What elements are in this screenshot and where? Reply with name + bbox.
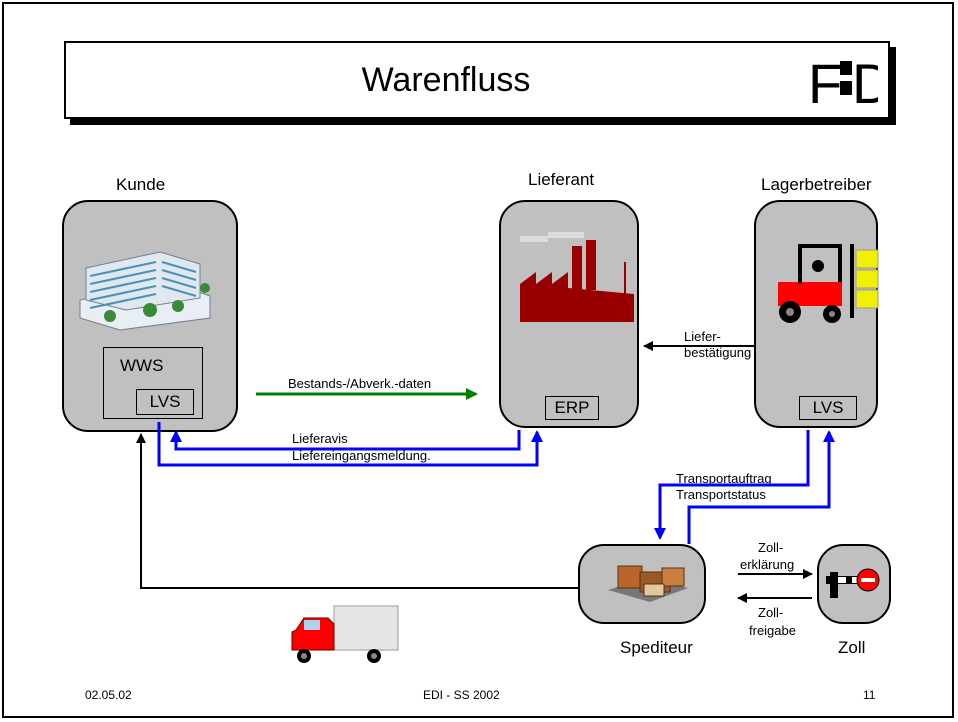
footer-course: EDI - SS 2002 bbox=[423, 688, 500, 702]
lieferbest-label-2: bestätigung bbox=[684, 345, 752, 360]
lieferavis-arrow bbox=[170, 430, 521, 451]
footer-page: 11 bbox=[863, 688, 876, 702]
kunde-lvs-box: LVS bbox=[136, 389, 194, 415]
zollfrei-label-2: freigabe bbox=[749, 623, 796, 638]
zollerkl-label-1: Zoll- bbox=[758, 540, 784, 555]
bestand-label: Bestands-/Abverk.-daten bbox=[288, 376, 432, 391]
lager-node bbox=[754, 200, 878, 428]
transportstatus-arrow bbox=[687, 430, 835, 544]
title-box: Warenfluss F D bbox=[64, 41, 890, 119]
footer-date: 02.05.02 bbox=[85, 688, 132, 702]
lager-lvs-box: LVS bbox=[799, 396, 857, 420]
spediteur-label: Spediteur bbox=[620, 638, 693, 657]
delivery-arrow bbox=[136, 433, 578, 589]
lieferavis-label: Lieferavis bbox=[292, 431, 348, 446]
svg-text:D: D bbox=[852, 52, 878, 109]
truck-icon bbox=[291, 605, 399, 663]
wws-label: WWS bbox=[120, 356, 164, 375]
transportauftrag-label: Transportauftrag bbox=[676, 471, 772, 486]
slide-title: Warenfluss bbox=[361, 61, 531, 99]
zollfrei-label-1: Zoll- bbox=[758, 605, 784, 620]
wws-box: WWS bbox=[103, 347, 203, 419]
kunde-label: Kunde bbox=[116, 175, 166, 194]
pallet-icon bbox=[608, 565, 688, 602]
lieferant-label: Lieferant bbox=[528, 170, 595, 189]
liefereingang-arrow bbox=[157, 422, 543, 467]
liefereingang-label: Liefereingangsmeldung. bbox=[292, 448, 431, 463]
erp-box: ERP bbox=[545, 396, 599, 420]
lieferbest-label-1: Liefer- bbox=[684, 329, 721, 344]
transportstatus-label: Transportstatus bbox=[676, 487, 766, 502]
forklift-icon bbox=[778, 244, 879, 323]
zoll-label: Zoll bbox=[838, 638, 866, 657]
zollerkl-label-2: erklärung bbox=[740, 557, 795, 572]
factory-icon bbox=[520, 232, 634, 322]
lager-label: Lagerbetreiber bbox=[761, 175, 872, 194]
office-building-icon bbox=[79, 251, 211, 331]
svg-text:F: F bbox=[808, 52, 842, 109]
fd-logo: F D bbox=[808, 52, 878, 109]
customs-barrier-icon bbox=[826, 568, 880, 598]
transportauftrag-arrow bbox=[654, 430, 810, 540]
